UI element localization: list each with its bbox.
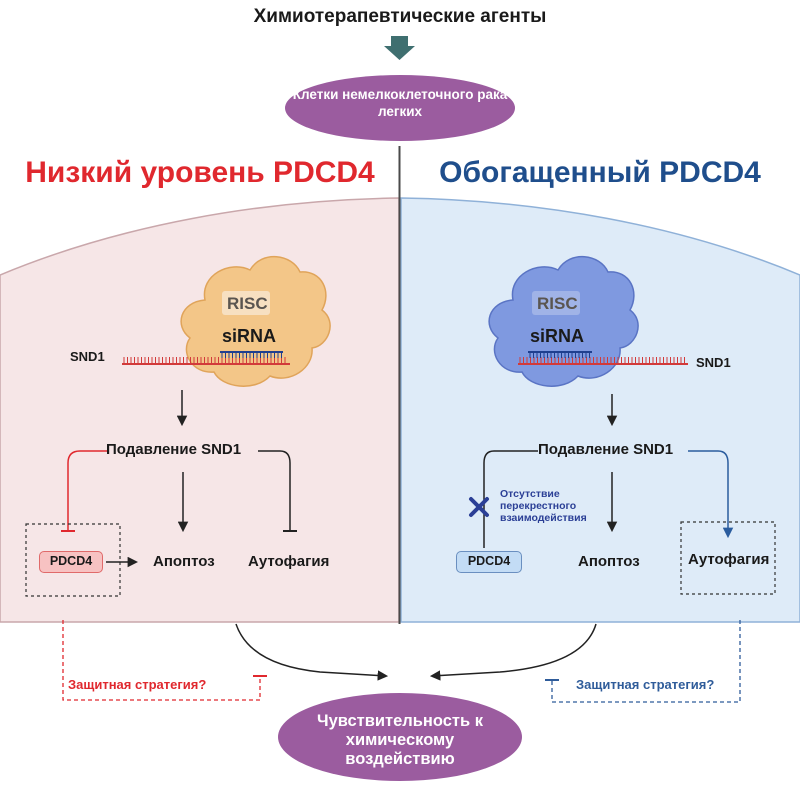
left-heading: Низкий уровень PDCD4 [25,156,375,189]
right-risc-label-bg [532,291,580,315]
left-risc-label: RISC [227,294,268,313]
right-strategy-label: Защитная стратегия? [576,677,715,692]
left-inhibit-pdcd4 [67,450,108,530]
left-pdcd4-dashed-box [25,523,121,597]
cells-oval [285,75,515,141]
right-sirna-ticks [529,352,590,358]
cells-label: Клетки немелкоклеточного рака легких [292,87,508,119]
no-crosstalk-label: Отсутствие перекрестного взаимодействия [500,488,587,524]
top-title: Химиотерапевтические агенты [253,6,547,27]
right-heading: Обогащенный PDCD4 [439,156,761,189]
right-arrow-to-autophagy [688,450,734,539]
right-mrna-ticks [519,357,685,364]
left-apoptosis-label: Апоптоз [153,553,215,570]
left-mrna-ticks [123,357,286,364]
cross-mark-icon [469,497,489,517]
left-strategy-dashed-line [62,620,261,701]
left-sirna-label: siRNA [222,326,277,346]
right-strategy-dashed-line [551,620,741,703]
right-risc-complex [488,255,639,387]
right-line-to-pdcd4 [483,450,538,548]
right-apoptosis-label: Апоптоз [578,553,640,570]
sensitivity-label: Чувствительность к химическому воздейств… [317,712,483,768]
top-arrow [384,36,415,60]
right-autophagy-dashed-box [680,521,776,595]
left-risc-complex [180,255,331,387]
right-snd1-label: SND1 [696,355,731,370]
right-pdcd4-badge: PDCD4 [456,551,522,573]
left-inhibit-autophagy [258,450,291,530]
left-sirna-ticks [221,352,282,358]
left-curve-to-sensitivity [235,623,389,681]
sensitivity-oval [278,693,522,781]
right-autophagy-label: Аутофагия [688,551,770,568]
right-sirna-label: siRNA [530,326,585,346]
left-strategy-label: Защитная стратегия? [68,677,207,692]
left-snd1-label: SND1 [70,349,105,364]
right-risc-label: RISC [537,294,578,313]
right-curve-to-sensitivity [429,623,597,681]
left-autophagy-label: Аутофагия [248,553,330,570]
left-pdcd4-badge: PDCD4 [39,551,103,573]
left-risc-label-bg [222,291,270,315]
left-suppression-label: Подавление SND1 [106,441,242,458]
right-suppression-label: Подавление SND1 [538,441,674,458]
